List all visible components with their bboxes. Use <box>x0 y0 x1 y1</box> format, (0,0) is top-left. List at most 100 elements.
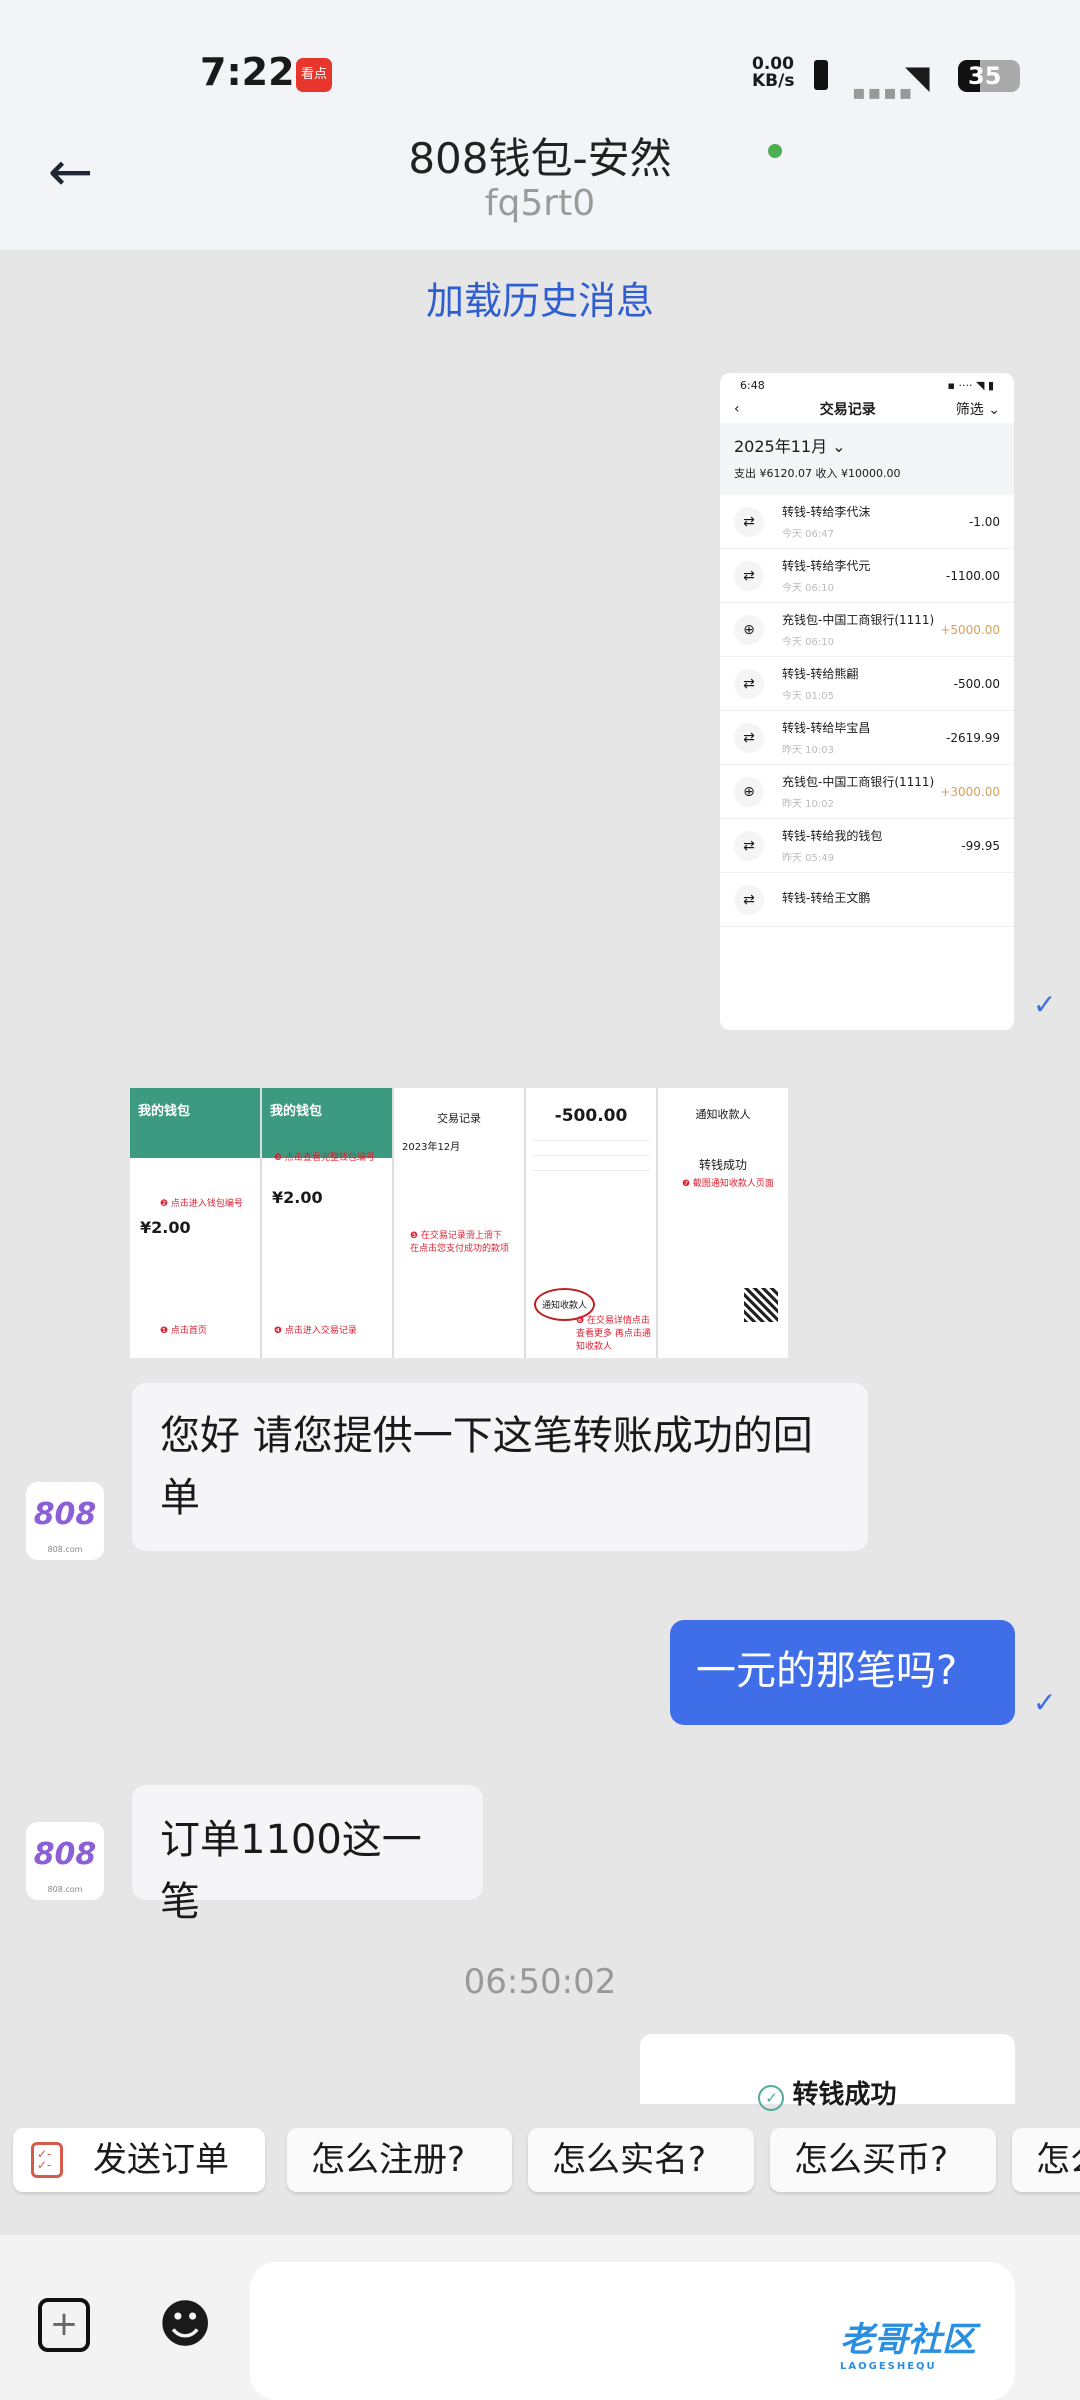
tx-amount: +5000.00 <box>940 622 1000 637</box>
agent-avatar[interactable]: 808 808.com <box>26 1482 104 1560</box>
panel-title: 我的钱包 <box>130 1088 260 1158</box>
transfer-icon: ⇄ <box>734 506 764 537</box>
image-transaction-row: ⇄ 转钱-转给毕宝昌昨天 10:03 -2619.99 <box>720 711 1014 765</box>
quick-reply-verify[interactable]: 怎么实名? <box>528 2128 754 2192</box>
quick-reply-more[interactable]: 怎么 <box>1012 2128 1080 2192</box>
image-transaction-row: ⊕ 充钱包-中国工商银行(1111)昨天 10:02 +3000.00 <box>720 765 1014 819</box>
image-month: 2025年11月 <box>734 437 828 456</box>
read-check-icon: ✓ <box>1033 1686 1057 1719</box>
chat-title: 808钱包-安然 <box>408 134 672 183</box>
panel-step: ❸ 点击查看完整钱包编号 <box>274 1153 375 1163</box>
top-up-icon: ⊕ <box>734 614 764 645</box>
image-filter-label: 筛选 <box>955 402 984 418</box>
panel-notify: 通知收款人 <box>534 1288 596 1321</box>
net-speed-unit: KB/s <box>752 71 795 91</box>
panel-amount: ¥2.00 <box>272 1188 323 1207</box>
avatar-sub: 808.com <box>47 1885 83 1894</box>
tutorial-panel-4: -500.00 通知收款人 ❻ 在交易详情点击查看更多 再点击通知收款人 <box>526 1088 656 1358</box>
image-filter: 筛选 ⌄ <box>955 402 1000 418</box>
wifi-icon: ◥ <box>905 58 930 96</box>
tx-amount: -500.00 <box>953 676 1000 691</box>
success-check-icon: ✓ <box>758 2085 785 2111</box>
load-history-link[interactable]: 加载历史消息 <box>425 279 654 323</box>
tx-name: 转钱-转给毕宝昌 <box>782 721 871 735</box>
tx-name: 转钱-转给李代沫 <box>782 505 871 519</box>
tx-time: 昨天 05:49 <box>782 853 834 864</box>
avatar-sub: 808.com <box>47 1545 83 1554</box>
panel-step: ❹ 点击进入交易记录 <box>274 1326 357 1336</box>
my-message: 一元的那笔吗? <box>670 1620 1015 1725</box>
online-indicator <box>768 144 782 158</box>
image-transaction-row: ⇄ 转钱-转给李代元今天 06:10 -1100.00 <box>720 549 1014 603</box>
order-list-icon: ✓-✓- <box>31 2142 63 2178</box>
panel-title: 我的钱包 <box>262 1088 392 1158</box>
receipt-title: 转钱成功 <box>792 2080 897 2110</box>
image-summary: 支出 ¥6120.07 收入 ¥10000.00 <box>734 467 901 480</box>
transfer-icon: ⇄ <box>734 830 764 861</box>
panel-title: 交易记录 <box>437 1112 481 1125</box>
tx-name: 转钱-转给李代元 <box>782 559 871 573</box>
signal-icon: ▪▪▪▪ <box>852 80 915 104</box>
receipt-image[interactable]: ✓ 转钱成功 <box>640 2034 1015 2111</box>
transfer-icon: ⇄ <box>734 722 764 753</box>
status-time: 7:22 <box>200 50 295 94</box>
tx-amount: +3000.00 <box>940 784 1000 799</box>
vibrate-icon <box>814 60 828 90</box>
panel-success: 转钱成功 <box>698 1158 747 1172</box>
image-transaction-row: ⇄ 转钱-转给熊翩今天 01:05 -500.00 <box>720 657 1014 711</box>
avatar-logo: 808 <box>33 1837 97 1872</box>
panel-title: 通知收款人 <box>695 1108 751 1121</box>
avatar-logo: 808 <box>33 1497 97 1532</box>
tx-amount: -1.00 <box>968 514 1000 529</box>
attach-file-button[interactable]: + <box>38 2298 90 2352</box>
image-title: 交易记录 <box>819 402 876 418</box>
panel-step: ❻ 在交易详情点击查看更多 再点击通知收款人 <box>576 1316 651 1352</box>
chip-label: 发送订单 <box>93 2140 229 2180</box>
tutorial-image[interactable]: 我的钱包 ¥2.00 ❷ 点击进入钱包编号 ❶ 点击首页 我的钱包 ❸ 点击查看… <box>130 1088 788 1358</box>
tx-amount: -1100.00 <box>946 568 1000 583</box>
tx-time: 昨天 10:02 <box>782 799 834 810</box>
battery-level: 35 <box>968 62 1002 90</box>
chat-subtitle: fq5rt0 <box>484 183 596 224</box>
image-transaction-row: ⇄ 转钱-转给王文鹏 <box>720 873 1014 927</box>
app-notification-icon: 看点 <box>296 58 332 92</box>
image-transaction-row: ⇄ 转钱-转给我的钱包昨天 05:49 -99.95 <box>720 819 1014 873</box>
image-status-icons: ▪ ···· ◥ ▮ <box>947 379 994 392</box>
quick-reply-buy[interactable]: 怎么买币? <box>770 2128 996 2192</box>
image-transaction-row: ⇄ 转钱-转给李代沫今天 06:47 -1.00 <box>720 495 1014 549</box>
tutorial-panel-3: 交易记录 2023年12月 ❺ 在交易记录滑上滑下 在点击您支付成功的款项 <box>394 1088 524 1358</box>
tx-name: 转钱-转给我的钱包 <box>782 829 883 843</box>
image-transaction-row: ⊕ 充钱包-中国工商银行(1111) 今天 06:10 +5000.00 <box>720 603 1014 657</box>
tx-amount: -2619.99 <box>946 730 1000 745</box>
image-status-bar: 6:48▪ ···· ◥ ▮ <box>720 373 1014 395</box>
chat-header <box>0 0 1080 250</box>
tx-time: 今天 01:05 <box>782 691 834 702</box>
agent-avatar[interactable]: 808 808.com <box>26 1822 104 1900</box>
send-order-button[interactable]: ✓-✓- 发送订单 <box>13 2128 265 2192</box>
tx-time: 今天 06:47 <box>782 529 834 540</box>
panel-step: ❼ 截图通知收款人页面 <box>682 1179 774 1189</box>
battery-icon: 35 <box>958 60 1020 92</box>
tx-name: 转钱-转给熊翩 <box>782 667 859 681</box>
tx-name: 充钱包-中国工商银行(1111) <box>782 613 935 627</box>
tx-time: 今天 06:10 <box>782 583 834 594</box>
transaction-screenshot-image[interactable]: 6:48▪ ···· ◥ ▮ ‹交易记录筛选 ⌄ 2025年11月 ⌄ 支出 ¥… <box>720 373 1014 1030</box>
agent-message: 订单1100这一笔 <box>132 1785 483 1925</box>
panel-month: 2023年12月 <box>402 1142 461 1153</box>
transfer-icon: ⇄ <box>734 668 764 699</box>
transfer-icon: ⇄ <box>734 884 764 915</box>
back-button[interactable]: ← <box>48 140 94 203</box>
tutorial-panel-2: 我的钱包 ❸ 点击查看完整钱包编号 ¥2.00 ❹ 点击进入交易记录 <box>262 1088 392 1358</box>
emoji-button[interactable]: ☻ <box>158 2295 213 2355</box>
tx-time: 今天 06:10 <box>782 637 834 648</box>
net-speed-value: 0.00 <box>752 54 794 74</box>
panel-step: ❺ 在交易记录滑上滑下 在点击您支付成功的款项 <box>410 1231 510 1254</box>
image-back-icon: ‹ <box>734 401 740 417</box>
panel-amount: -500.00 <box>554 1106 628 1126</box>
quick-reply-register[interactable]: 怎么注册? <box>287 2128 512 2192</box>
top-up-icon: ⊕ <box>734 776 764 807</box>
message-input[interactable] <box>250 2262 1015 2400</box>
tutorial-panel-1: 我的钱包 ¥2.00 ❷ 点击进入钱包编号 ❶ 点击首页 <box>130 1088 260 1358</box>
